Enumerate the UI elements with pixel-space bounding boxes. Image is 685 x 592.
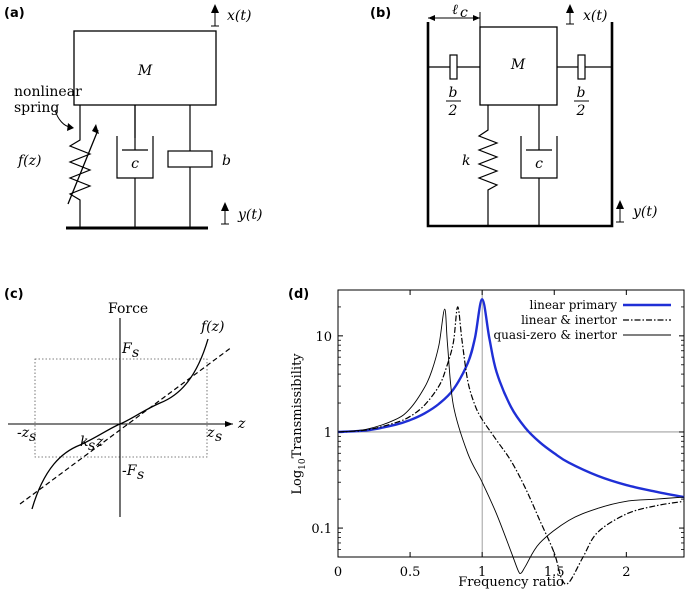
panel-c-tag: (c) <box>4 287 24 302</box>
damper-b <box>520 105 558 226</box>
container-b <box>426 22 614 228</box>
mass-block-a <box>73 30 217 106</box>
panel-c: (c) Force z f(z) F s -F s z s -z s k s z <box>4 287 246 517</box>
panel-d: (d) 0.1 1 10 0 0.5 1 1.5 2 linear primarylinea… <box>288 287 685 590</box>
right-inerter-den: 2 <box>576 103 586 119</box>
inerter-label-a: b <box>222 153 231 169</box>
force-axis-label: Force <box>108 301 148 317</box>
z-axis-label: z <box>237 416 246 432</box>
mass-block-b <box>479 26 558 106</box>
x-label-b: x(t) <box>583 8 607 24</box>
x-tick-label: 0 <box>334 565 342 580</box>
mass-label-b: M <box>510 57 526 73</box>
x-label-a: x(t) <box>227 8 251 24</box>
legend-label: linear primary <box>529 298 617 312</box>
spring-fn-label-a: f(z) <box>17 153 41 169</box>
left-inerter-num: b <box>449 85 458 101</box>
ks-z: z <box>95 434 104 450</box>
legend-label: linear & inertor <box>521 313 617 327</box>
x-tick-label: 1.5 <box>544 565 565 580</box>
length-label: ℓ <box>452 2 458 18</box>
damper-label-a: c <box>131 156 139 172</box>
zs-pos-label: z <box>206 425 215 441</box>
y-tick-label: 0.1 <box>311 522 332 537</box>
series-group <box>337 298 685 585</box>
y-ticks: 0.1 1 10 <box>311 289 684 550</box>
x-arrow-b <box>566 4 574 25</box>
fs-neg-label: -F <box>122 463 138 479</box>
x-tick-label: 1 <box>478 565 486 580</box>
nonlinear-force-curve <box>31 338 209 510</box>
length-dimension <box>428 12 481 28</box>
damper-a <box>116 105 154 179</box>
x-arrow-a <box>211 4 219 27</box>
spring-label-b: k <box>462 153 470 169</box>
y-arrow-b <box>616 200 624 223</box>
spring-note-line1: nonlinear <box>14 84 82 100</box>
x-tick-label: 2 <box>622 565 630 580</box>
y-axis-title: Log10Transmissibility <box>290 353 308 495</box>
ks-sub: s <box>88 438 95 454</box>
right-inerter <box>577 54 586 80</box>
right-inerter-num: b <box>577 85 586 101</box>
fs-pos-sub: s <box>132 345 139 361</box>
reference-lines <box>338 290 684 557</box>
mass-label-a: M <box>137 63 153 79</box>
series-linear-primary <box>337 298 685 499</box>
damper-label-b: c <box>535 156 543 172</box>
bounds-box <box>34 358 208 458</box>
curve-label: f(z) <box>200 319 224 335</box>
nonlinear-spring <box>60 124 100 208</box>
linear-spring-b <box>477 105 499 226</box>
x-axis-title: Frequency ratio <box>458 575 564 590</box>
legend-label: quasi-zero & inertor <box>494 328 618 342</box>
y-tick-label: 1 <box>324 426 332 441</box>
length-sub: c <box>460 5 468 21</box>
zs-pos-sub: s <box>215 429 222 445</box>
ks-label: k <box>80 434 88 450</box>
panel-b: (b) ℓ c M x(t) b 2 b 2 <box>370 2 657 228</box>
panel-a-tag: (a) <box>4 6 25 21</box>
panel-a: (a) M x(t) nonlinear spring f(z) <box>4 4 262 230</box>
zs-neg-sub: s <box>29 429 36 445</box>
series-quasi-zero-inertor <box>337 308 685 575</box>
ks-line <box>19 346 233 505</box>
series-linear-inertor <box>337 306 685 585</box>
y-label-b: y(t) <box>632 204 657 220</box>
y-arrow-a <box>221 202 229 225</box>
panel-b-tag: (b) <box>370 6 391 21</box>
y-label-a: y(t) <box>237 207 262 223</box>
x-tick-label: 0.5 <box>400 565 421 580</box>
left-inerter <box>449 54 458 80</box>
spring-note-line2: spring <box>14 100 59 116</box>
fs-neg-sub: s <box>137 467 144 483</box>
y-tick-label: 10 <box>315 330 332 345</box>
inerter-a <box>167 150 213 168</box>
zs-neg-label: -z <box>17 425 30 441</box>
x-ticks: 0 0.5 1 1.5 2 <box>334 290 630 580</box>
fs-pos-label: F <box>121 341 133 357</box>
plot-frame <box>337 289 685 558</box>
left-inerter-den: 2 <box>448 103 458 119</box>
panel-d-tag: (d) <box>288 287 309 302</box>
